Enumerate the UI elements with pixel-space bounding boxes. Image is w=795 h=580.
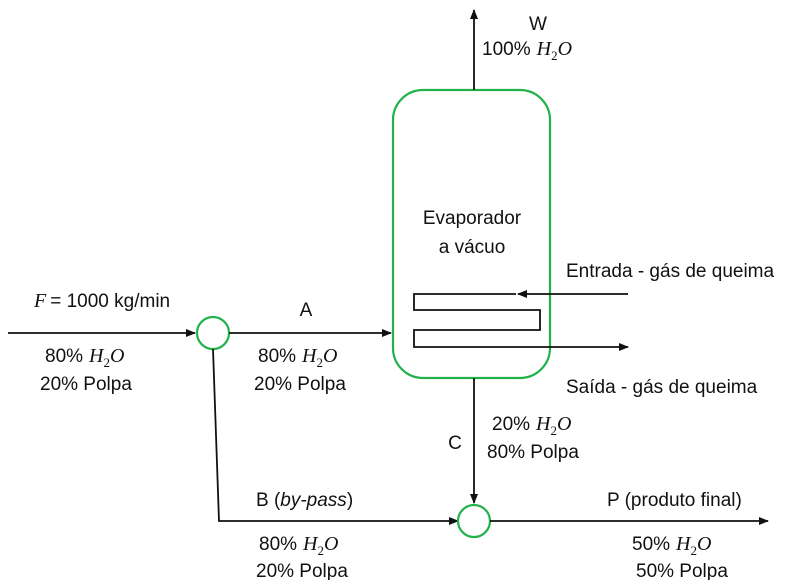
gas-outlet-label: Saída - gás de queima: [566, 377, 758, 398]
evaporator-label-line2: a vácuo: [439, 237, 506, 258]
stream-f-pulp: 20% Polpa: [40, 374, 132, 395]
stream-b-pulp: 20% Polpa: [256, 561, 348, 580]
stream-c-water: 20%H2O: [492, 413, 571, 438]
stream-c-pulp: 80% Polpa: [487, 442, 579, 463]
mixer-node: [456, 503, 492, 539]
stream-b-water: 80%H2O: [259, 533, 338, 558]
evaporator-vessel: [391, 88, 552, 380]
evaporator-label-line1: Evaporador: [423, 208, 522, 229]
splitter-node: [195, 315, 231, 351]
stream-b-name: B (by-pass): [256, 490, 353, 511]
stream-f-flowrate: F= 1000 kg/min: [33, 290, 170, 312]
stream-w-composition: 100%H2O: [482, 38, 572, 63]
stream-p-pulp: 50% Polpa: [636, 561, 728, 580]
gas-inlet-label: Entrada - gás de queima: [566, 261, 775, 282]
stream-b-line: [212, 348, 459, 525]
stream-c-name: C: [448, 433, 462, 454]
stream-f-water: 80%H2O: [45, 345, 124, 370]
heating-coil: [413, 293, 629, 351]
stream-w-name: W: [529, 14, 547, 35]
stream-a-pulp: 20% Polpa: [254, 374, 346, 395]
stream-a-water: 80%H2O: [258, 345, 337, 370]
stream-a-name: A: [300, 300, 313, 321]
stream-p-name: P (produto final): [607, 490, 742, 511]
stream-p-water: 50%H2O: [632, 533, 711, 558]
